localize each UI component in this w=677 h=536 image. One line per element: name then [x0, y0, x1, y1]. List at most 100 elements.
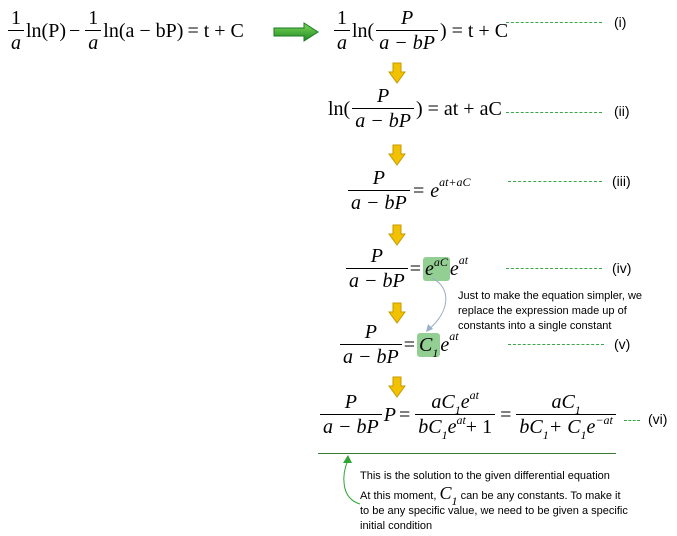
e-base: e — [449, 257, 459, 280]
dashed-leader — [506, 112, 602, 113]
numerator: P — [400, 7, 414, 29]
dashed-leader — [508, 181, 602, 182]
term: aC — [551, 391, 575, 413]
highlight-e-aC: eaC — [423, 254, 450, 281]
label-ii: (ii) — [614, 103, 630, 119]
ln-p-term: ln(P) — [26, 19, 66, 42]
numerator: P — [372, 167, 385, 189]
e-base: e — [447, 416, 457, 438]
rhs: = t + C — [187, 19, 244, 42]
subscript: 1 — [580, 428, 587, 442]
numerator: aC1 — [548, 391, 583, 416]
rhs: ) = t + C — [439, 19, 509, 42]
denominator: a − bP — [379, 32, 435, 54]
text: At this moment, — [360, 490, 437, 502]
numerator: P — [370, 245, 383, 267]
ln-a-minus-bp-term: ln(a − bP) — [103, 19, 184, 42]
denominator: a — [337, 32, 347, 54]
denominator: bC1+ C1e−at — [516, 414, 616, 441]
minus-sign: − — [69, 19, 81, 42]
yellow-down-arrow-icon — [388, 376, 406, 398]
e-base: e — [460, 391, 470, 413]
text: can be any constants. To make it — [460, 490, 621, 502]
denominator: a − bP — [349, 270, 405, 292]
label-iii: (iii) — [612, 173, 631, 189]
label-vi: (vi) — [648, 411, 668, 427]
rhs: ) = at + aC — [415, 97, 502, 120]
solution-line-3: to be any specific value, we need to be … — [360, 505, 628, 517]
subscript: 1 — [441, 428, 448, 442]
connector-arrow-icon — [426, 277, 447, 332]
fraction-one-over-a-2: 1 a — [85, 7, 102, 54]
exponent: at — [458, 252, 469, 267]
subscript: 1 — [574, 403, 581, 417]
denominator: a — [11, 32, 21, 54]
denominator: a − bP — [343, 346, 399, 368]
exponent: aC — [433, 254, 448, 269]
equation-v: P a − bP = C1 e at — [338, 322, 459, 367]
fraction-middle: aC1eat bC1eat+ 1 — [415, 389, 496, 441]
equals: = — [409, 257, 421, 280]
denominator: a − bP — [323, 416, 379, 438]
curved-up-arrow-icon — [343, 455, 361, 505]
exponent: −at — [595, 413, 613, 427]
fraction-p-over-a-minus-bp: P a − bP — [348, 168, 410, 213]
dashed-leader — [624, 420, 640, 421]
denominator: a − bP — [355, 110, 411, 132]
exponent: at — [456, 413, 466, 427]
e-base: e — [425, 257, 434, 280]
ln-open: ln( — [352, 19, 375, 42]
fraction-p-over-a-minus-bp: P a − bP — [376, 8, 438, 53]
denominator: a — [88, 32, 99, 54]
label-iv: (iv) — [612, 260, 632, 276]
equals: = — [500, 403, 512, 426]
numerator: P — [344, 391, 357, 413]
numerator: aC1eat — [428, 389, 482, 416]
equation-vi: P a − bP P = aC1eat bC1eat+ 1 = aC1 bC1+… — [318, 389, 618, 441]
label-v: (v) — [614, 336, 631, 352]
equation-iv: P a − bP = eaC e at — [344, 246, 468, 291]
highlight-c1: C1 — [417, 332, 441, 360]
dashed-leader — [506, 268, 602, 269]
ln-open: ln( — [328, 97, 351, 120]
fraction-p-over-a-minus-bp: P a − bP — [340, 322, 402, 367]
e-base: e — [440, 333, 450, 356]
subscript: 1 — [432, 345, 439, 360]
numerator: 1 — [11, 7, 21, 29]
equals: = — [398, 403, 411, 426]
numerator: 1 — [88, 7, 99, 29]
p-symbol: P — [383, 403, 396, 426]
equation-ii: ln( P a − bP ) = at + aC — [328, 86, 502, 131]
term: aC — [431, 391, 455, 413]
exponent: at — [469, 388, 479, 402]
exponent: at — [449, 328, 459, 343]
equals: = — [403, 333, 415, 356]
denominator: bC1eat+ 1 — [415, 414, 495, 441]
fraction-p-over-a-minus-bp: P a − bP — [346, 246, 408, 291]
denominator: a − bP — [351, 192, 407, 214]
solution-underline — [318, 453, 616, 454]
fraction-p-over-a-minus-bp: P a − bP — [352, 86, 414, 131]
solution-line-2: At this moment, C1 can be any constants.… — [360, 483, 670, 507]
equation-i: 1 a ln( P a − bP ) = t + C — [332, 8, 508, 53]
plus-c: + C — [548, 416, 581, 438]
solution-note: This is the solution to the given differ… — [360, 469, 670, 534]
yellow-down-arrow-icon — [388, 302, 406, 324]
constant-note: Just to make the equation simpler, we re… — [458, 290, 643, 332]
label-i: (i) — [614, 14, 627, 30]
green-right-arrow-icon — [273, 22, 319, 42]
numerator: P — [364, 321, 377, 343]
dashed-leader — [506, 22, 602, 23]
c-symbol: C — [439, 483, 452, 503]
term: bC — [418, 416, 442, 438]
equation-iii: P a − bP = e at+aC — [346, 168, 471, 213]
fraction-one-over-a: 1 a — [334, 8, 350, 53]
subscript: 1 — [451, 494, 458, 508]
solution-line-4: initial condition — [360, 520, 433, 532]
yellow-down-arrow-icon — [388, 144, 406, 166]
equals-e: = e — [411, 179, 440, 202]
c-symbol: C — [419, 333, 433, 356]
solution-line-1: This is the solution to the given differ… — [360, 470, 610, 482]
fraction-right: aC1 bC1+ C1e−at — [516, 391, 616, 441]
exponent: at+aC — [439, 174, 471, 189]
